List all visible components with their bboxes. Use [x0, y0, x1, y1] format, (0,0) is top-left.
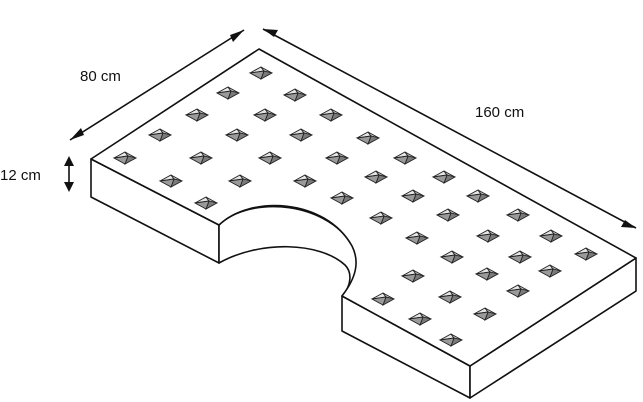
stud [439, 250, 465, 264]
stud-face [158, 178, 175, 188]
stud [537, 264, 563, 278]
length-label: 160 cm [475, 104, 524, 121]
stud-face [252, 112, 269, 122]
stud-face [431, 174, 448, 184]
stud-face [184, 112, 201, 122]
stud [538, 229, 564, 243]
stud [227, 174, 253, 188]
stud [224, 128, 250, 142]
stud-face [465, 193, 482, 203]
stud-face [355, 135, 372, 145]
stud [505, 208, 531, 222]
stud [158, 174, 184, 188]
stud [282, 88, 308, 102]
stud-face [288, 132, 305, 142]
stud [292, 174, 318, 188]
stud-face [438, 337, 455, 347]
stud [505, 284, 531, 298]
stud [368, 211, 394, 225]
stud-face [370, 296, 387, 306]
stud-face [248, 70, 265, 80]
stud-face [475, 233, 492, 243]
stud-face [538, 233, 555, 243]
stud-face [437, 294, 454, 304]
top-face [90, 48, 637, 367]
stud-face [404, 235, 421, 245]
stud-face [439, 254, 456, 264]
length-dimension-arrow [262, 28, 637, 229]
stud [324, 151, 350, 165]
stud-face [507, 254, 524, 264]
stud-face [537, 268, 554, 278]
stud [329, 191, 355, 205]
stud-face [363, 174, 380, 184]
stud [318, 108, 344, 122]
stud-face [474, 271, 491, 281]
stud [431, 170, 457, 184]
stud [248, 66, 274, 80]
stud [437, 290, 463, 304]
stud [184, 108, 210, 122]
stud-face [573, 251, 590, 261]
width-label: 80 cm [80, 68, 121, 85]
stud [407, 312, 433, 326]
stud-face [318, 112, 335, 122]
stud-face [227, 178, 244, 188]
stud-face [257, 155, 274, 165]
stud-face [392, 155, 409, 165]
stud [435, 208, 461, 222]
height-label: 12 cm [0, 167, 41, 184]
stud-pattern [112, 66, 599, 347]
stud-face [215, 90, 232, 100]
width-dimension-arrow [69, 29, 245, 141]
stud-face [193, 200, 210, 210]
stud [188, 151, 214, 165]
stud [465, 189, 491, 203]
stud [355, 131, 381, 145]
stud [370, 292, 396, 306]
stud-face [147, 132, 164, 142]
stud [507, 250, 533, 264]
stud [288, 128, 314, 142]
stud [475, 229, 501, 243]
stud-face [329, 195, 346, 205]
stud [363, 170, 389, 184]
stud [400, 189, 426, 203]
stud-face [505, 288, 522, 298]
stud-face [407, 316, 424, 326]
stud [257, 151, 283, 165]
stud [400, 269, 426, 283]
stud [472, 307, 498, 321]
stud [404, 231, 430, 245]
stud [252, 108, 278, 122]
stud-face [472, 311, 489, 321]
stud [147, 128, 173, 142]
stud [193, 196, 219, 210]
stud [215, 86, 241, 100]
stud-face [435, 212, 452, 222]
stud [112, 151, 138, 165]
stud-face [368, 215, 385, 225]
stud [392, 151, 418, 165]
stud-face [112, 155, 129, 165]
stud-face [224, 132, 241, 142]
stud [474, 267, 500, 281]
stud-face [400, 273, 417, 283]
stud [438, 333, 464, 347]
stud-face [400, 193, 417, 203]
height-dimension-arrow [64, 156, 74, 192]
stud [573, 247, 599, 261]
stud-face [505, 212, 522, 222]
stud-face [282, 92, 299, 102]
stud-face [188, 155, 205, 165]
stud-face [324, 155, 341, 165]
stud-face [292, 178, 309, 188]
